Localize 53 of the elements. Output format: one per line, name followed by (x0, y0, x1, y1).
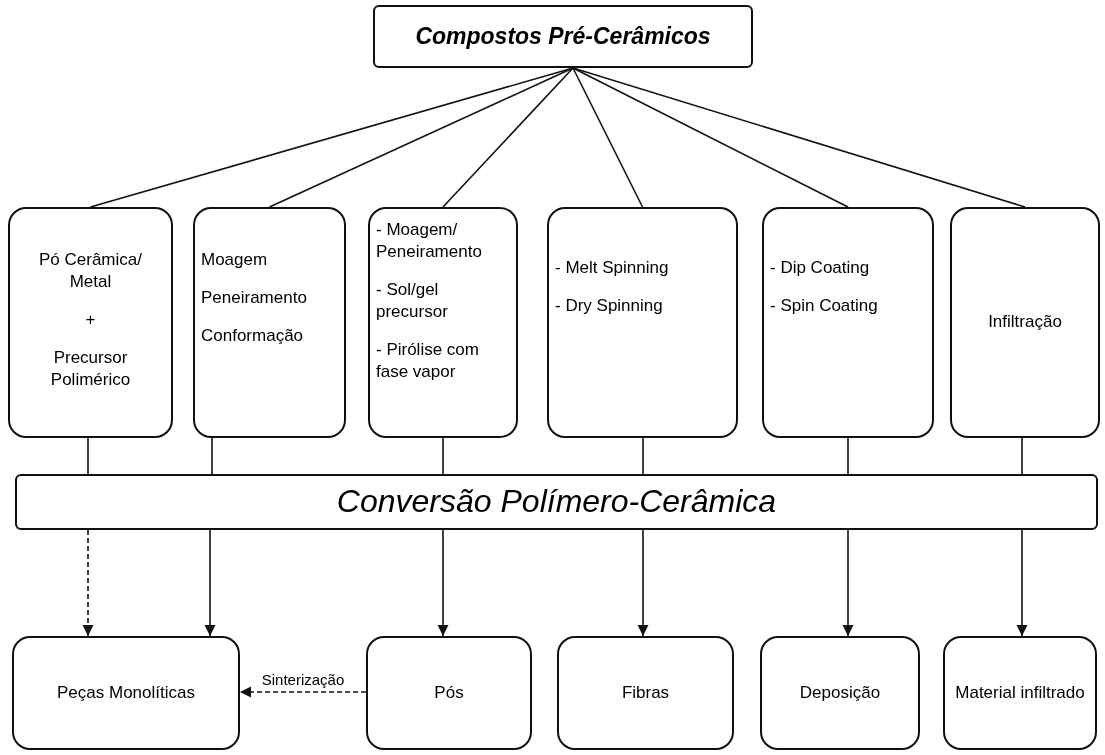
process-box (12, 636, 240, 750)
connector-line (211, 437, 213, 475)
node-text: Precursor Polimérico (49, 347, 132, 392)
process-box (762, 207, 934, 438)
process-box (366, 636, 532, 750)
arrow (82, 529, 94, 637)
node-text: + (85, 309, 96, 332)
stage-box (373, 5, 753, 68)
arrow (437, 529, 449, 637)
node-text: - Moagem/ Peneiramento (376, 219, 483, 264)
process-box (760, 636, 920, 750)
arrow (204, 529, 216, 637)
connector-line (847, 437, 849, 475)
stage-box (15, 474, 1098, 530)
connector-line (87, 437, 89, 475)
connector-line (572, 67, 849, 208)
node-text: Conformação (201, 325, 304, 348)
connector-line (442, 67, 574, 208)
process-box (557, 636, 734, 750)
process-box (8, 207, 173, 438)
node-text: Moagem (201, 249, 268, 271)
node-text: - Melt Spinning (555, 257, 669, 279)
process-box (950, 207, 1100, 438)
connector-line (1021, 437, 1023, 475)
arrow (637, 529, 649, 637)
node-text: Deposição (799, 681, 881, 704)
node-text: Peças Monolíticas (57, 681, 195, 704)
node-text: - Sol/gel precursor (376, 279, 449, 324)
node-text: - Dry Spinning (555, 295, 663, 318)
arrow (239, 686, 367, 698)
process-box (368, 207, 518, 438)
connector-line (442, 437, 444, 475)
arrow (842, 529, 854, 637)
connector-line (268, 67, 574, 208)
connector-line (572, 67, 644, 208)
process-box (547, 207, 738, 438)
node-text: Infiltração (988, 311, 1062, 334)
node-text: - Spin Coating (770, 295, 878, 318)
node-text: Fibras (621, 681, 670, 704)
node-text: Material infiltrado (955, 681, 1085, 704)
connector-line (642, 437, 644, 475)
node-text: Pó Cerâmica/ Metal (38, 249, 143, 294)
node-text: - Pirólise com fase vapor (376, 339, 480, 384)
edge-label: Sinterização (260, 671, 346, 688)
process-box (193, 207, 346, 438)
node-text: Conversão Polímero-Cerâmica (336, 482, 777, 522)
node-text: Compostos Pré-Cerâmicos (415, 21, 711, 51)
node-text: - Dip Coating (770, 257, 870, 279)
connector-line (572, 67, 1026, 208)
arrow (1016, 529, 1028, 637)
node-text: Pós (434, 681, 464, 704)
process-box (943, 636, 1097, 750)
node-text: Peneiramento (201, 287, 307, 310)
